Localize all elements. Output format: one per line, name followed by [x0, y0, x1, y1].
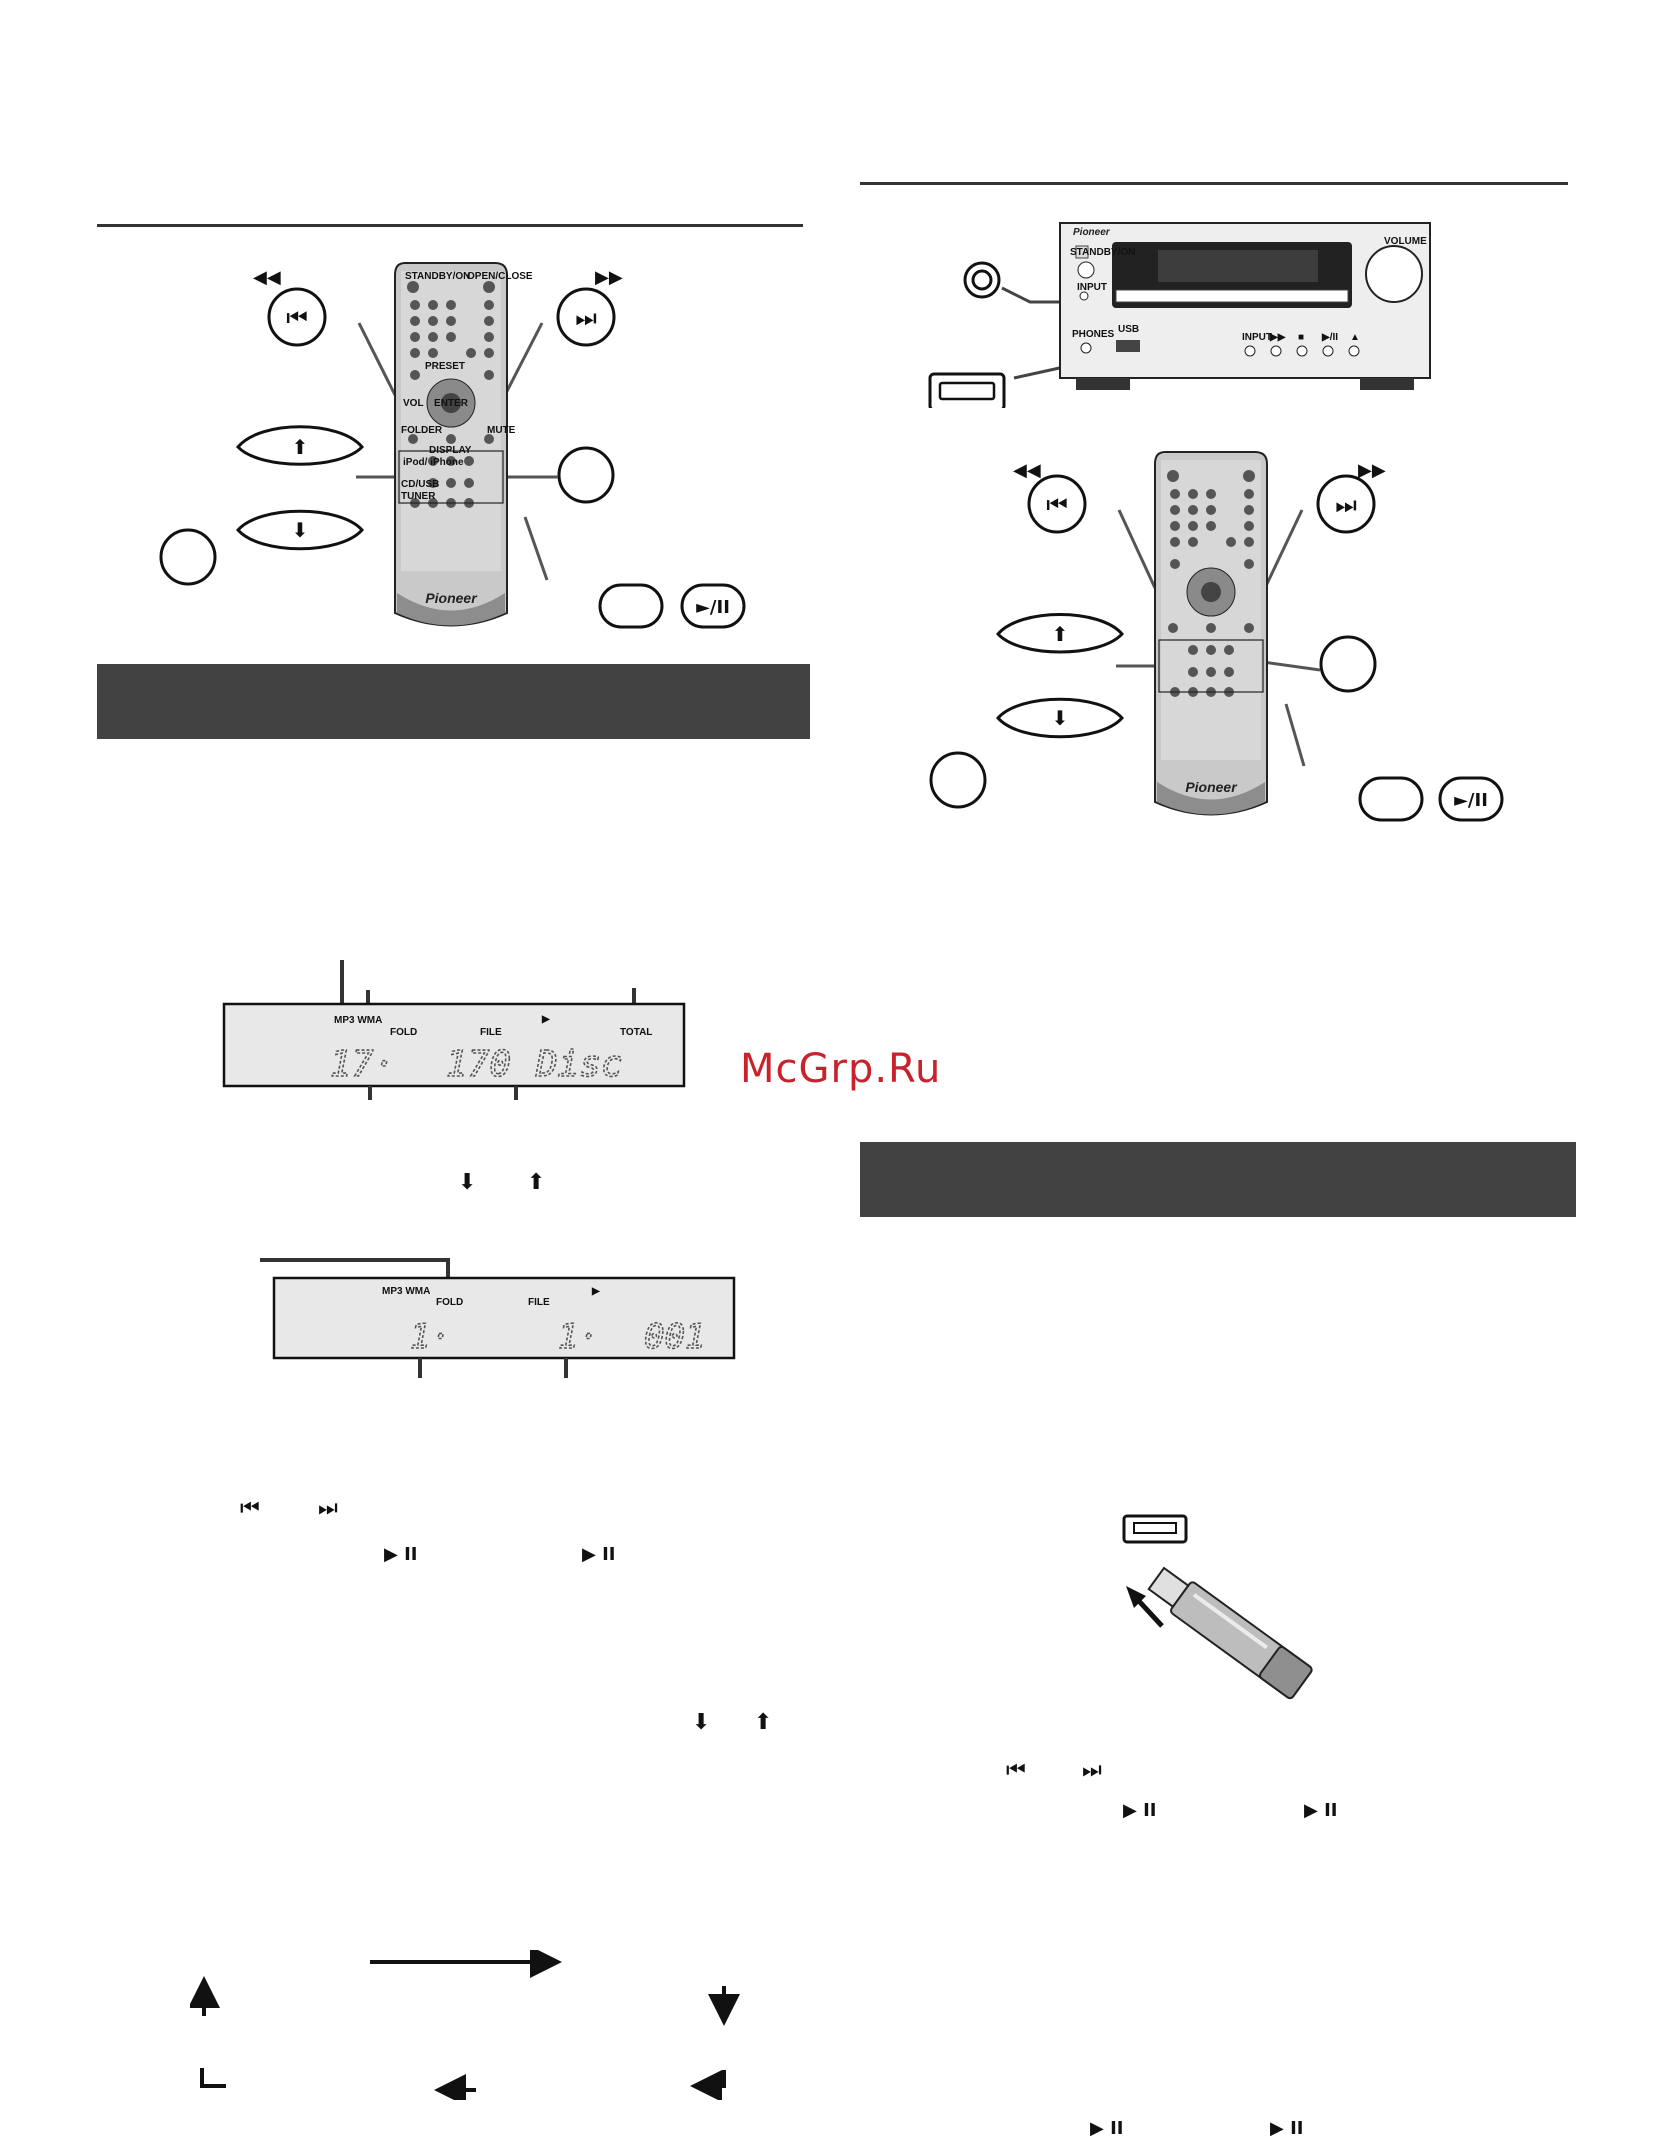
track-readout: 001	[644, 1317, 705, 1357]
remote-tuner-label: TUNER	[401, 491, 436, 502]
usb-label: USB	[1118, 324, 1139, 335]
skip-fwd-icon: ⏭	[575, 304, 597, 332]
step-circle-left	[929, 751, 987, 809]
up-arrow-icon: ⬆	[754, 1710, 773, 1735]
file-indicator: FILE	[480, 1027, 502, 1038]
remote-standby-label: STANDBY/ON	[405, 271, 470, 282]
skip-fwd-arrows: ▶▶	[595, 267, 623, 288]
left-section-rule	[97, 224, 803, 227]
folder-readout: 1·	[410, 1317, 451, 1357]
input-label: INPUT	[1077, 282, 1107, 293]
panel-button-label: INPUT	[1242, 332, 1272, 343]
mode-readout: Disc	[535, 1044, 623, 1085]
play-pause-icon: ▶ II	[1270, 2118, 1304, 2139]
blank-button-outline	[1358, 776, 1424, 822]
step-circle-right	[557, 446, 615, 504]
skip-fwd-icon: ⏭	[1335, 491, 1357, 519]
play-pause-button-outline	[1438, 776, 1504, 822]
skip-back-arrows: ◀◀	[1013, 460, 1041, 481]
next-track-icon: ⏭	[318, 1496, 338, 1521]
play-pause-icon: ▶ II	[1090, 2118, 1124, 2139]
play-pause-icon: ▶ II	[1304, 1800, 1338, 1821]
phones-label: PHONES	[1072, 329, 1115, 340]
down-lozenge: ⬇	[235, 509, 365, 551]
file-indicator: FILE	[528, 1297, 550, 1308]
blank-button-outline	[598, 583, 664, 629]
remote-control: STANDBY/ON OPEN/CLOSE ENTER PRESET VOL F…	[394, 262, 533, 627]
play-pause-icon: ►/II	[696, 597, 730, 618]
remote-cd-usb-label: CD/USB	[401, 479, 439, 490]
skip-fwd-arrows: ▶▶	[1358, 460, 1386, 481]
skip-back-icon: ⏮	[1046, 491, 1068, 519]
right-heading-band	[860, 1142, 1576, 1217]
down-arrow-icon: ⬇	[458, 1170, 477, 1195]
lcd-display-track: MP3 WMA FOLD FILE ▶ 1· 1· 001	[260, 1258, 736, 1378]
skip-back-callout: ◀◀ ⏮	[1013, 460, 1157, 589]
file-count-readout: 170	[446, 1044, 511, 1085]
skip-back-icon: ⏮	[286, 304, 308, 332]
play-pause-button-outline	[680, 583, 746, 629]
receiver-brand-logo: Pioneer	[1073, 227, 1111, 238]
lcd-display-total: MP3 WMA FOLD FILE ▶ TOTAL 17· 170 Disc	[222, 960, 686, 1100]
step-circle-right	[1319, 635, 1377, 693]
left-heading-band	[97, 664, 810, 739]
remote-brand-logo: Pioneer	[425, 590, 478, 606]
remote-enter-label: ENTER	[434, 398, 469, 409]
skip-back-callout: ◀◀ ⏮	[253, 267, 397, 396]
remote-display-label: DISPLAY	[429, 445, 472, 456]
play-pause-icon: ▶ II	[1123, 1800, 1157, 1821]
play-indicator: ▶	[541, 1014, 551, 1025]
skip-back-arrows: ◀◀	[253, 267, 281, 288]
play-pause-icon: ►/II	[1454, 790, 1488, 811]
remote-preset-label: PRESET	[425, 361, 465, 372]
right-section-rule	[860, 182, 1568, 185]
step-circle-left	[159, 528, 217, 586]
codec-indicator: MP3 WMA	[334, 1015, 382, 1026]
folder-count-readout: 17·	[330, 1044, 395, 1085]
file-readout: 1·	[558, 1317, 599, 1357]
remote-brand-logo: Pioneer	[1185, 779, 1238, 795]
next-track-icon: ⏭	[1082, 1758, 1102, 1783]
left-remote-illustration: ◀◀ ⏮ ▶▶ ⏭ ⬆ ⬇ ►/II STANDBY/ON OPEN/CLOSE	[159, 262, 746, 629]
down-arrow-icon: ⬇	[292, 518, 309, 542]
play-pause-icon: ▶ II	[384, 1544, 418, 1565]
up-arrow-icon: ⬆	[1052, 622, 1069, 646]
panel-button-label: ▲	[1350, 332, 1360, 343]
watermark-text: McGrp.Ru	[740, 1046, 942, 1092]
fold-indicator: FOLD	[436, 1297, 463, 1308]
play-indicator: ▶	[591, 1286, 601, 1297]
total-indicator: TOTAL	[620, 1027, 652, 1038]
usb-stick-illustration	[1122, 1514, 1313, 1700]
remote-folder-label: FOLDER	[401, 425, 443, 436]
panel-button-label: ■	[1298, 332, 1304, 343]
panel-button-label: ▶/II	[1321, 332, 1338, 343]
fold-indicator: FOLD	[390, 1027, 417, 1038]
down-arrow-icon: ⬇	[1052, 706, 1069, 730]
remote-ipod-label: iPod/ iPhone	[403, 457, 464, 468]
panel-button-label: ▶▶	[1269, 332, 1287, 343]
remote-control: Pioneer	[1154, 451, 1268, 816]
standby-label: STANDBY/ON	[1070, 247, 1135, 258]
skip-fwd-callout: ▶▶ ⏭	[503, 267, 623, 396]
skip-fwd-callout: ▶▶ ⏭	[1263, 460, 1386, 589]
remote-mute-label: MUTE	[487, 425, 516, 436]
up-lozenge: ⬆	[995, 613, 1125, 654]
receiver-illustration: Pioneer VOLUME STANDBY/ON INPUT PHONES U…	[928, 222, 1431, 408]
up-lozenge: ⬆	[235, 425, 365, 466]
remote-vol-label: VOL	[403, 398, 424, 409]
playback-cycle-diagram	[190, 1950, 740, 2100]
prev-track-icon: ⏮	[240, 1496, 260, 1521]
codec-indicator: MP3 WMA	[382, 1286, 430, 1297]
right-remote-illustration: ◀◀ ⏮ ▶▶ ⏭ ⬆ ⬇ ►/II	[929, 451, 1504, 822]
down-arrow-icon: ⬇	[692, 1710, 711, 1735]
down-lozenge: ⬇	[995, 697, 1125, 739]
remote-open-close-label: OPEN/CLOSE	[467, 271, 533, 282]
play-pause-icon: ▶ II	[582, 1544, 616, 1565]
up-arrow-icon: ⬆	[527, 1170, 546, 1195]
up-arrow-icon: ⬆	[292, 435, 309, 459]
prev-track-icon: ⏮	[1006, 1758, 1026, 1783]
volume-label: VOLUME	[1384, 236, 1427, 247]
